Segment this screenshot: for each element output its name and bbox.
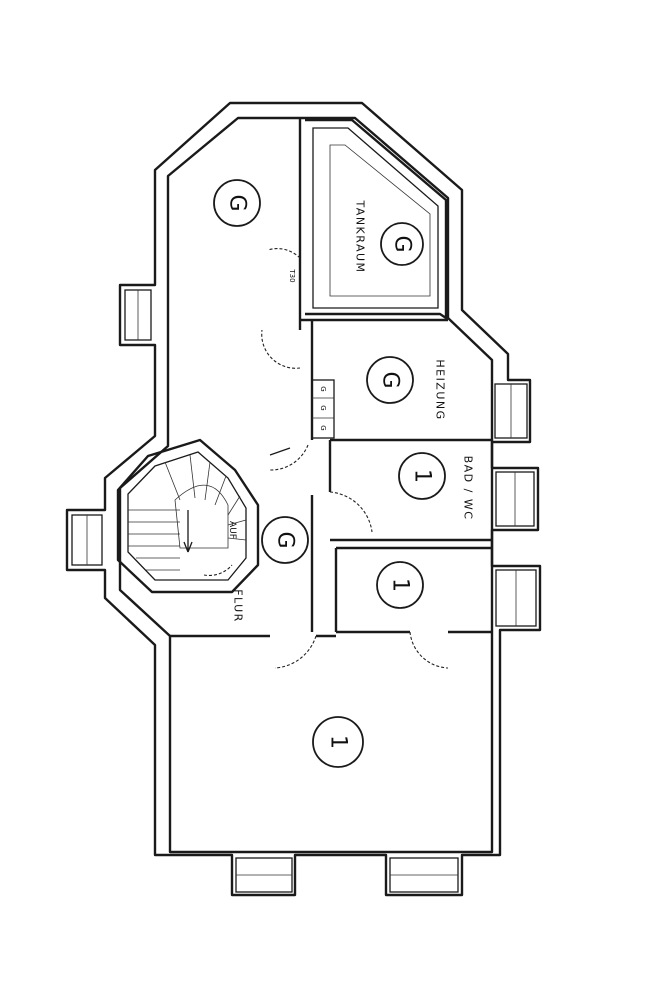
door-swings [203, 248, 449, 669]
room-marker-text: 1 [410, 469, 435, 483]
stair-label: AUF [227, 521, 237, 539]
room-marker-text: G [378, 371, 403, 388]
room-marker-text: 1 [388, 578, 413, 592]
room-marker-text: 1 [326, 735, 351, 749]
stair-core [116, 438, 260, 594]
room-marker-text: G [225, 194, 250, 211]
cabinet-glyph: G [319, 386, 327, 391]
room-marker-bad-wc: 1 [398, 452, 446, 500]
room-label-flur: FLUR [232, 589, 245, 623]
room-marker-small-room: 1 [376, 561, 424, 609]
cabinet-glyph: G [319, 425, 327, 430]
door-label: T30 [288, 268, 296, 282]
cabinet-glyph: G [319, 405, 327, 410]
windows [71, 289, 537, 893]
room-label-tankraum: TANKRAUM [354, 199, 367, 273]
room-marker-flur: G [261, 516, 309, 564]
cabinet-glyphs: G G G [319, 386, 327, 430]
interior-walls [170, 118, 492, 638]
room-label-heizung: HEIZUNG [434, 359, 447, 420]
room-label-bad-wc: BAD / WC [462, 456, 475, 521]
room-marker-storage: G [213, 179, 261, 227]
room-marker-tankraum: G [380, 222, 424, 266]
room-marker-text: G [390, 235, 415, 252]
room-marker-text: G [273, 531, 298, 548]
room-marker-main-room: 1 [312, 716, 364, 768]
outer-walls [65, 101, 542, 897]
room-marker-heizung: G [366, 356, 414, 404]
